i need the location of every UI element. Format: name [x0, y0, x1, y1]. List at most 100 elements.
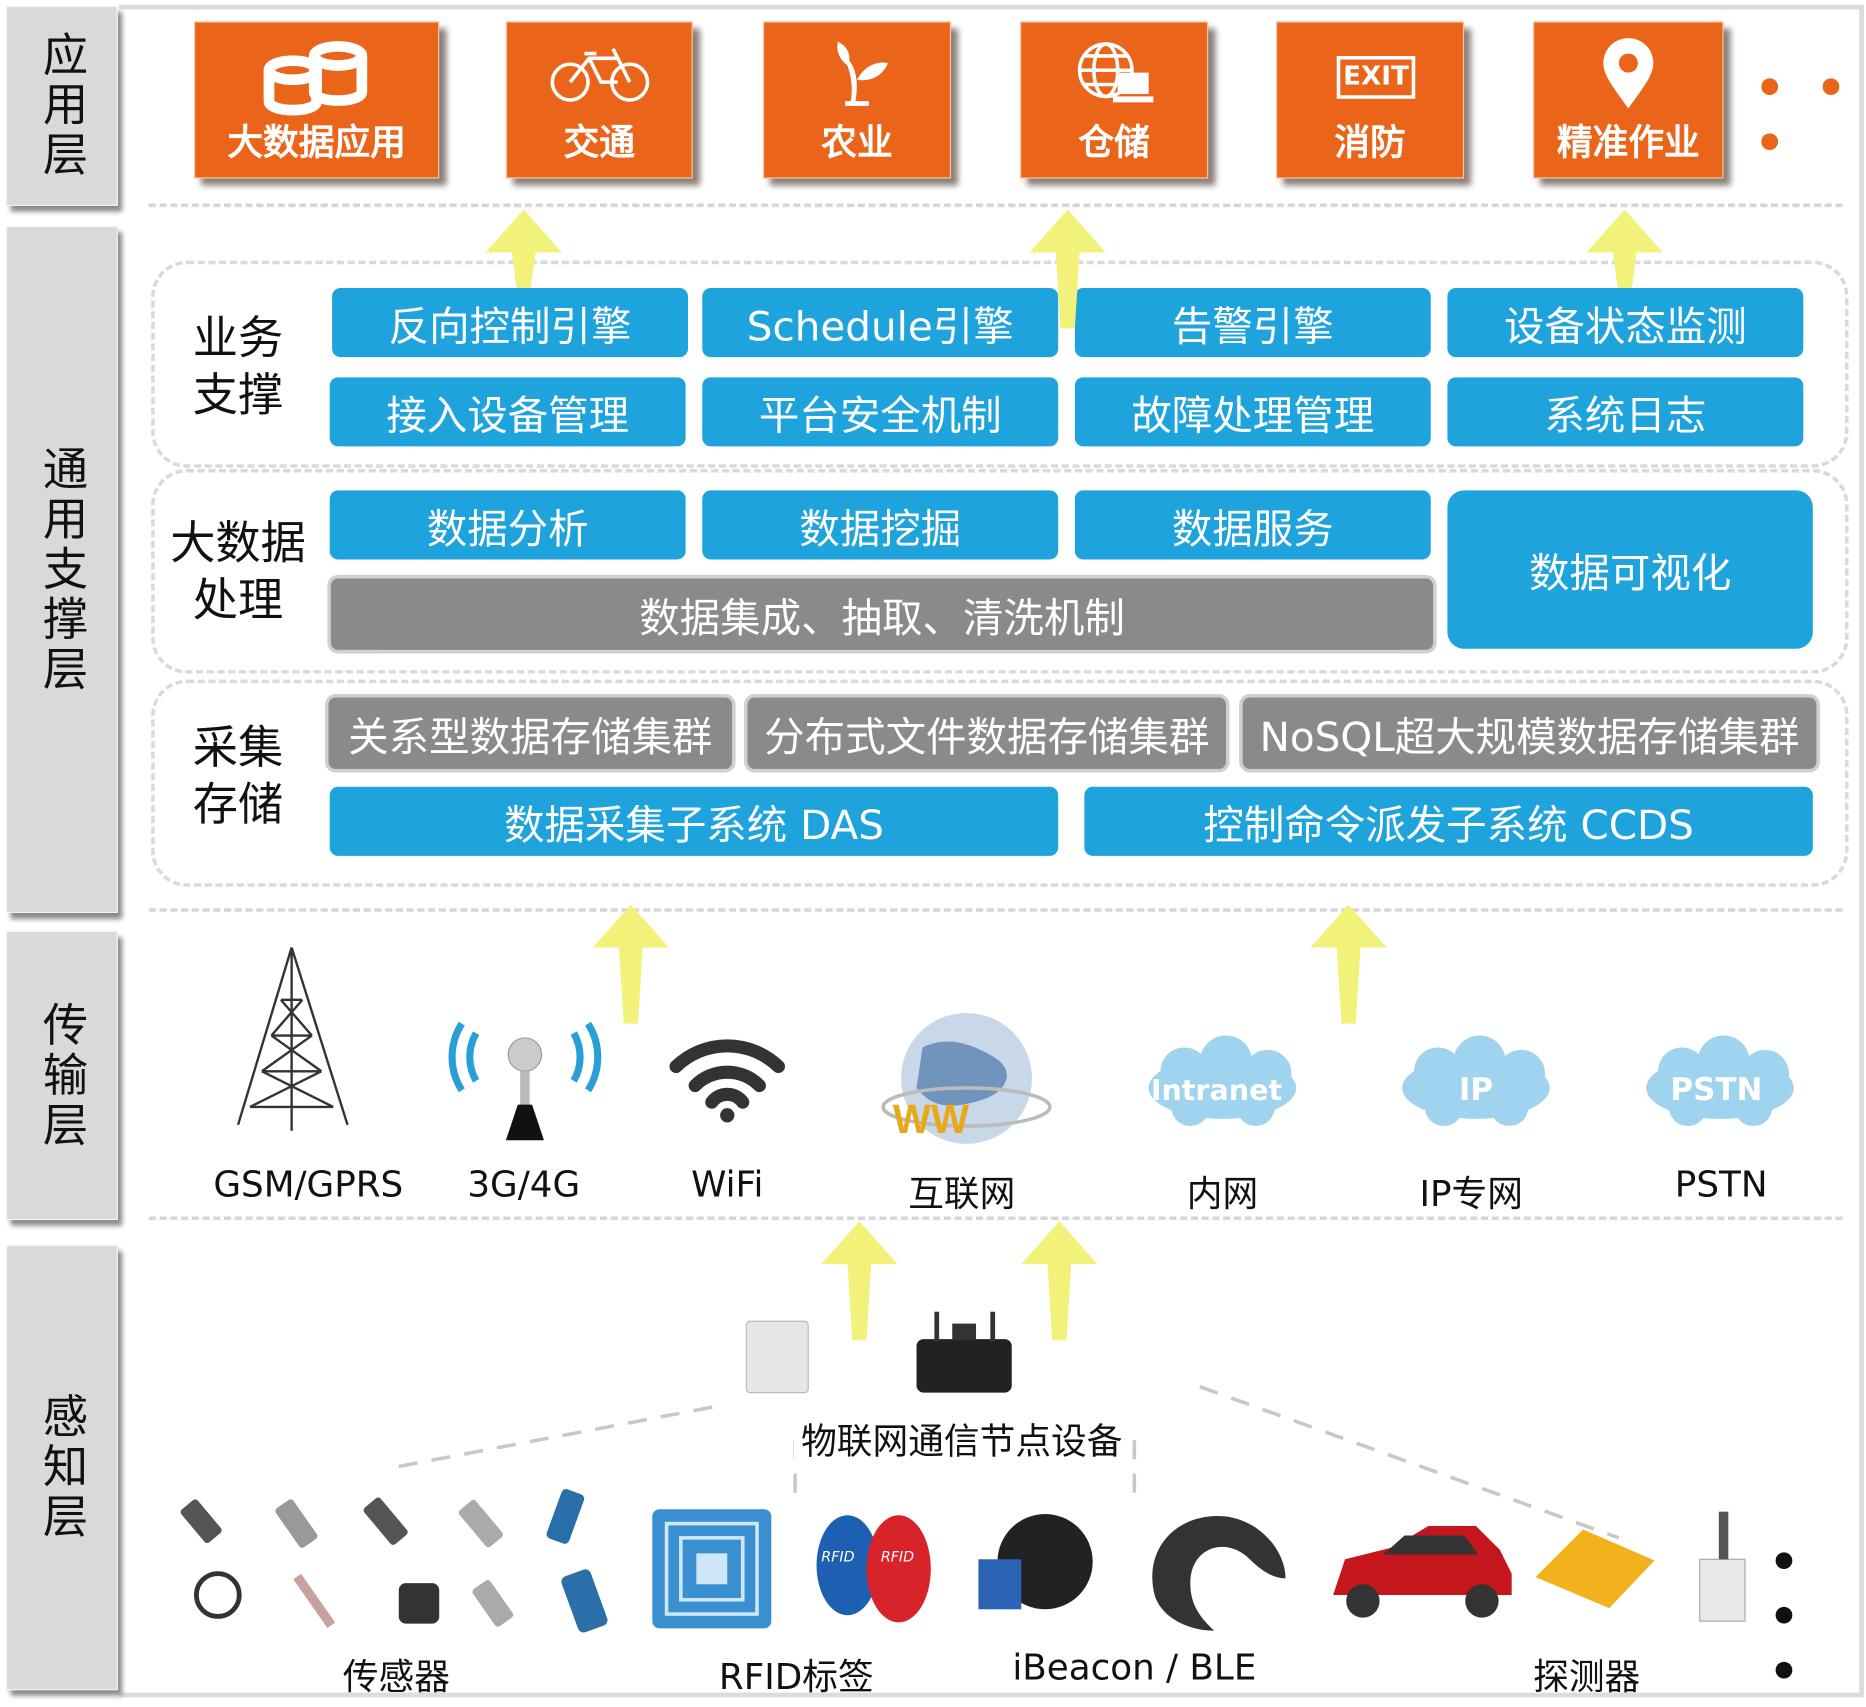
module-system-log: 系统日志	[1447, 377, 1804, 447]
up-arrow-icon	[1586, 209, 1663, 289]
rfid-tag-icon	[652, 1509, 772, 1629]
module-distributed-file-storage: 分布式文件数据存储集群	[747, 697, 1227, 769]
bicycle-icon	[549, 48, 649, 102]
more-apps-ellipsis: • • •	[1754, 61, 1854, 172]
app-tile-precision-work[interactable]: 精准作业	[1533, 21, 1724, 179]
rfid-band-text: RFID	[881, 1550, 914, 1566]
transport-label-gsm: GSM/GPRS	[213, 1164, 404, 1206]
app-tile-warehouse[interactable]: 仓储	[1020, 21, 1209, 179]
module-ccds: 控制命令派发子系统 CCDS	[1084, 786, 1813, 856]
module-schedule-engine: Schedule引擎	[702, 288, 1059, 358]
environment-detector-icon	[1699, 1511, 1746, 1622]
cloud-label: Intranet	[1151, 1073, 1282, 1107]
module-data-service: 数据服务	[1074, 490, 1431, 560]
cloud-icon-intranet	[1148, 1035, 1297, 1127]
internet-globe-icon	[881, 1012, 1052, 1144]
road-stud-icon	[1535, 1529, 1655, 1609]
layer-platform: 通用支撑层	[5, 226, 118, 913]
layer-label: 应用层	[35, 30, 88, 181]
up-arrow-icon	[592, 904, 669, 1024]
app-label: 仓储	[1078, 122, 1150, 165]
ibeacon-board-icon	[978, 1514, 1093, 1610]
group-business-support	[151, 260, 1849, 468]
up-arrow-icon	[821, 1221, 898, 1341]
panel-antenna-icon	[745, 1320, 809, 1394]
group-label-collection-storage: 采集存储	[192, 721, 284, 831]
group-big-data	[151, 468, 1849, 674]
module-device-status-monitor: 设备状态监测	[1447, 288, 1804, 358]
transport-label-ip: IP专网	[1419, 1173, 1523, 1216]
perception-label-sensor: 传感器	[342, 1656, 450, 1699]
transport-label-3g4g: 3G/4G	[467, 1164, 581, 1206]
location-pin-icon	[1603, 38, 1654, 109]
app-label: 农业	[821, 122, 893, 165]
group-label-business-support: 业务支撑	[192, 311, 284, 422]
perception-label-ibeacon: iBeacon / BLE	[1012, 1647, 1257, 1690]
app-label: 精准作业	[1556, 122, 1700, 165]
transport-label-intranet: 内网	[1186, 1173, 1259, 1216]
app-tile-agriculture[interactable]: 农业	[762, 21, 952, 179]
layer-label: 通用支撑层	[35, 444, 88, 695]
group-label-big-data: 大数据处理	[170, 516, 306, 627]
module-nosql-storage: NoSQL超大规模数据存储集群	[1242, 697, 1817, 769]
car-icon	[1333, 1525, 1512, 1618]
perception-label-detector: 探测器	[1533, 1656, 1641, 1699]
cloud-icon-pstn	[1646, 1035, 1794, 1127]
antenna-icon	[448, 1021, 602, 1141]
app-label: 大数据应用	[227, 122, 406, 165]
app-tile-traffic[interactable]: 交通	[505, 21, 693, 179]
wifi-icon	[669, 1039, 786, 1123]
layer-label: 传输层	[35, 1000, 88, 1151]
database-icon	[263, 41, 368, 116]
app-tile-big-data[interactable]: 大数据应用	[194, 21, 440, 179]
layer-label: 感知层	[35, 1392, 88, 1543]
bike-lock-icon	[1152, 1516, 1286, 1631]
cloud-label: PSTN	[1670, 1072, 1762, 1108]
module-das: 数据采集子系统 DAS	[329, 786, 1059, 856]
module-device-access-management: 接入设备管理	[329, 377, 686, 447]
module-data-mining: 数据挖掘	[702, 490, 1059, 560]
connector-line	[398, 1402, 727, 1469]
transport-label-internet: 互联网	[908, 1173, 1016, 1216]
sprout-icon	[837, 41, 888, 106]
transport-label-pstn: PSTN	[1674, 1164, 1768, 1206]
cloud-label: IP	[1459, 1072, 1493, 1108]
sensor-icons	[180, 1489, 608, 1633]
up-arrow-icon	[1310, 904, 1387, 1024]
module-platform-security: 平台安全机制	[702, 377, 1059, 447]
module-data-visualization: 数据可视化	[1447, 490, 1813, 649]
app-label: 消防	[1334, 122, 1406, 165]
module-alarm-engine: 告警引擎	[1074, 288, 1431, 358]
layer-transport: 传输层	[5, 930, 118, 1221]
globe-text: WW	[893, 1096, 970, 1142]
more-devices-ellipsis: • • •	[1768, 1535, 1807, 1700]
module-reverse-control-engine: 反向控制引擎	[332, 288, 688, 358]
separator	[148, 1216, 1843, 1221]
module-relational-storage: 关系型数据存储集群	[328, 697, 733, 769]
connector-line	[1199, 1385, 1620, 1540]
rfid-wristband-icon	[816, 1515, 931, 1623]
rfid-band-text: RFID	[821, 1550, 854, 1566]
transport-label-wifi: WiFi	[691, 1164, 764, 1206]
gateway-icon	[916, 1311, 1012, 1393]
up-arrow-icon	[1021, 1221, 1098, 1341]
cloud-icons	[1148, 1035, 1794, 1127]
exit-sign-icon: EXIT	[1336, 55, 1416, 99]
up-arrow-icon	[1029, 209, 1106, 329]
layer-application: 应用层	[5, 5, 118, 206]
cloud-icon-ip	[1402, 1035, 1550, 1127]
separator	[148, 203, 1843, 208]
app-label: 交通	[563, 122, 636, 165]
module-fault-handling: 故障处理管理	[1074, 377, 1431, 447]
tower-icon	[236, 947, 349, 1131]
app-tile-fire[interactable]: EXIT 消防	[1276, 21, 1465, 179]
node-device-label: 物联网通信节点设备	[793, 1411, 1130, 1465]
up-arrow-icon	[485, 209, 562, 289]
globe-computer-icon	[1077, 42, 1154, 103]
perception-label-rfid: RFID标签	[718, 1656, 874, 1699]
group-collection-storage	[151, 679, 1849, 887]
module-data-integration: 数据集成、抽取、清洗机制	[330, 578, 1434, 650]
separator	[148, 908, 1843, 912]
